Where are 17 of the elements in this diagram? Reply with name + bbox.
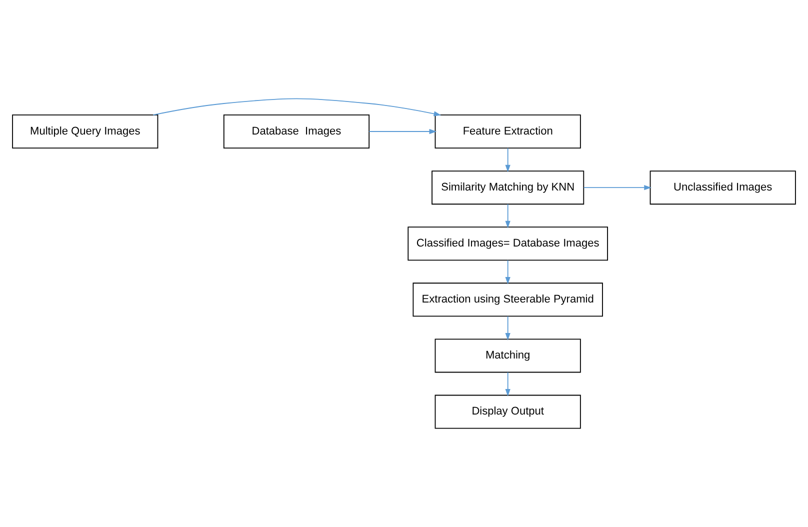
node-box: Multiple Query Images [12,114,158,149]
node-box: Matching [434,338,581,373]
node-box: Feature Extraction [434,114,581,149]
node-box: Database Images [223,114,370,149]
arrow [505,204,510,228]
arrow [505,260,510,284]
arrow [505,372,510,396]
node-box: Display Output [434,394,581,429]
arrow [505,148,510,172]
arrow [505,316,510,340]
node-box: Similarity Matching by KNN [432,170,584,205]
arrow [152,98,442,116]
node-box: Classified Images= Database Images [408,226,608,261]
node-box: Extraction using Steerable Pyramid [412,282,603,317]
arrow [583,185,652,190]
node-box: Unclassified Images [650,170,796,205]
arrow [368,128,437,134]
